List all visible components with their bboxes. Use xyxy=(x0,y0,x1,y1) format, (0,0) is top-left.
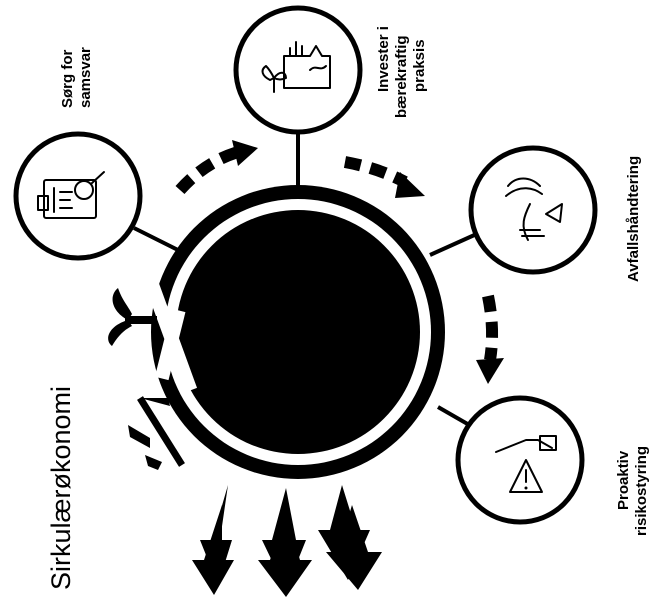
central-hub xyxy=(129,185,445,479)
node-baerekraftig-label-3: praksis xyxy=(411,39,428,92)
node-avfall-label-1: Avfallshåndtering xyxy=(625,156,642,282)
node-risiko-label-2: risikostyring xyxy=(633,446,650,536)
node-samsvar: Sørg for samsvar xyxy=(16,47,140,258)
output-arrows xyxy=(192,485,382,597)
node-avfall: Avfallshåndtering xyxy=(471,148,642,282)
node-samsvar-label-1: Sørg for xyxy=(59,50,76,108)
diagram-title: Sirkulærøkonomi xyxy=(46,386,76,590)
node-samsvar-label-2: samsvar xyxy=(77,47,94,108)
node-risiko-label-1: Proaktiv xyxy=(615,450,632,510)
node-baerekraftig-label-1: Invester i xyxy=(375,26,392,92)
node-baerekraftig: Invester i bærekraftig praksis xyxy=(236,8,428,132)
node-baerekraftig-label-2: bærekraftig xyxy=(393,35,410,118)
node-risiko: Proaktiv risikostyring xyxy=(458,398,650,536)
